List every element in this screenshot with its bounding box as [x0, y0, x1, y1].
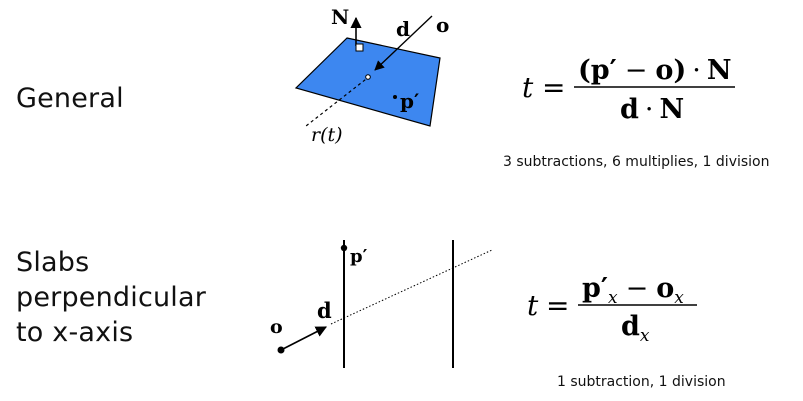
slab-direction-label: d: [317, 298, 332, 323]
den2-d: d: [621, 311, 640, 342]
den-dot: ·: [645, 94, 654, 125]
slabs-label-line-2: perpendicular: [16, 282, 207, 313]
slabs-label-line-1: Slabs: [16, 247, 90, 278]
num2-prime: ′: [601, 273, 608, 304]
den2-sub-x: x: [640, 326, 650, 346]
formula2-t: t: [527, 289, 539, 322]
slab-point-label: p′: [350, 246, 368, 267]
origin-label: o: [436, 13, 449, 37]
formula2-numerator: p′x−ox: [582, 273, 684, 308]
formula2-equals: =: [546, 289, 569, 322]
num-minus: −: [625, 55, 648, 86]
formula-denominator: d·N: [620, 94, 684, 125]
slab-point-p: [340, 244, 348, 252]
intersection-point: [365, 74, 371, 80]
point-label: p′: [400, 89, 419, 113]
ray-dashed-segment: [305, 75, 371, 127]
slab-ray-dotted: [330, 249, 493, 325]
formula-t: t: [522, 71, 534, 104]
direction-label: d: [396, 17, 410, 41]
slab-origin-label: o: [270, 316, 283, 338]
den-N: N: [659, 94, 684, 125]
den-d: d: [620, 94, 639, 125]
num-open-paren: (: [578, 55, 591, 86]
slabs-formula: t = p′x−ox dx: [527, 273, 697, 346]
num2-sub-x2: x: [674, 288, 684, 308]
num-o: o: [655, 55, 673, 86]
num-N: N: [707, 55, 732, 86]
right-angle-marker: [355, 43, 364, 52]
point-p-dot: [393, 95, 397, 99]
formula-equals: =: [542, 71, 565, 104]
formula2-denominator: dx: [621, 311, 650, 346]
num2-sub-x: x: [608, 288, 618, 308]
ray-solid-segment: [374, 15, 433, 71]
formula-numerator: (p′−o)·N: [578, 55, 732, 86]
num2-p: p: [582, 273, 601, 304]
num-prime: ′: [610, 55, 617, 86]
num-close-paren: ): [673, 55, 686, 86]
slab-direction-vector: [280, 326, 327, 351]
num-dot: ·: [692, 55, 701, 86]
general-formula: t = (p′−o)·N d·N: [522, 55, 735, 125]
slabs-diagram: p′ d o: [270, 240, 493, 368]
slabs-cost-caption: 1 subtraction, 1 division: [557, 374, 726, 390]
num2-o: o: [656, 273, 674, 304]
general-cost-caption: 3 subtractions, 6 multiplies, 1 division: [503, 154, 770, 170]
general-label: General: [16, 83, 124, 114]
normal-label: N: [331, 5, 349, 29]
slabs-label: Slabs perpendicular to x-axis: [16, 245, 206, 350]
num-p: p: [591, 55, 610, 86]
plane-shape: [294, 37, 441, 127]
num2-minus: −: [626, 273, 649, 304]
slabs-label-line-3: to x-axis: [16, 317, 134, 348]
ray-label: r(t): [311, 124, 343, 146]
